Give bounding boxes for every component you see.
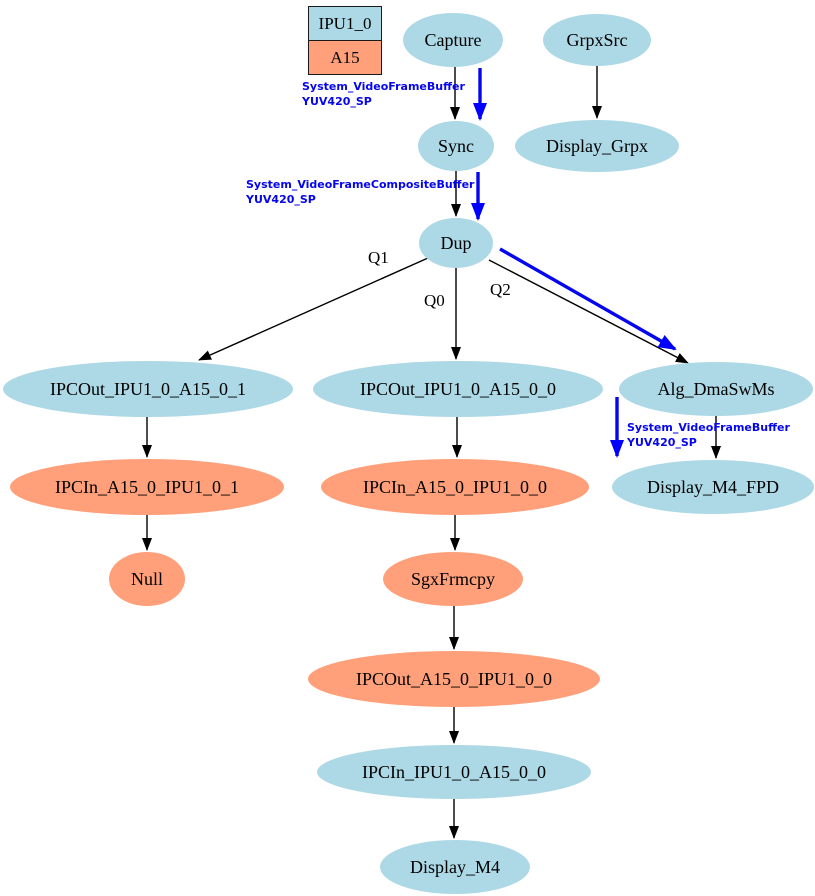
- node-display-m4-fpd: Display_M4_FPD: [612, 460, 814, 514]
- node-display-grpx: Display_Grpx: [515, 120, 679, 172]
- node-grpxsrc: GrpxSrc: [543, 14, 651, 66]
- annotation-buffer-right-line1: System_VideoFrameBuffer: [627, 421, 790, 434]
- node-capture: Capture: [403, 13, 503, 67]
- blue-arrow-dup-alg: [499, 247, 677, 351]
- legend-label-a15: A15: [330, 47, 360, 67]
- node-ipcin-a15-0-ipu1-0-0: IPCIn_A15_0_IPU1_0_0: [321, 459, 589, 515]
- node-alg-dmaswms: Alg_DmaSwMs: [619, 362, 813, 416]
- node-sgxfrmcpy: SgxFrmcpy: [383, 552, 523, 606]
- annotation-buffer-right-line2: YUV420_SP: [627, 436, 697, 449]
- node-ipcin-a15-0-ipu1-0-1: IPCIn_A15_0_IPU1_0_1: [10, 459, 284, 515]
- edge-dup-ipcout1: [198, 257, 429, 361]
- annotation-composite-line2: YUV420_SP: [246, 193, 316, 206]
- legend-cell-ipu1-0: IPU1_0: [309, 7, 381, 40]
- node-null: Null: [109, 552, 185, 606]
- legend-cell-a15: A15: [309, 40, 381, 74]
- legend-label-ipu1-0: IPU1_0: [318, 13, 372, 33]
- annotation-composite-buffer: System_VideoFrameCompositeBuffer YUV420_…: [246, 177, 474, 207]
- annotation-buffer-top-line1: System_VideoFrameBuffer: [302, 80, 465, 93]
- edge-dup-alg: [488, 259, 689, 364]
- node-dup: Dup: [419, 218, 493, 268]
- annotation-buffer-top-line2: YUV420_SP: [302, 95, 372, 108]
- edge-label-q0: Q0: [424, 291, 445, 310]
- edge-label-q1: Q1: [368, 248, 389, 267]
- edge-label-q2: Q2: [490, 280, 511, 299]
- node-ipcout-ipu1-0-a15-0-1: IPCOut_IPU1_0_A15_0_1: [3, 361, 293, 417]
- annotation-buffer-right: System_VideoFrameBuffer YUV420_SP: [627, 420, 790, 450]
- annotation-composite-line1: System_VideoFrameCompositeBuffer: [246, 178, 475, 191]
- node-ipcout-a15-0-ipu1-0-0: IPCOut_A15_0_IPU1_0_0: [308, 651, 600, 707]
- node-ipcout-ipu1-0-a15-0-0: IPCOut_IPU1_0_A15_0_0: [313, 361, 603, 417]
- legend: IPU1_0 A15: [308, 6, 382, 75]
- node-sync: Sync: [418, 121, 494, 171]
- node-display-m4: Display_M4: [380, 840, 530, 894]
- node-ipcin-ipu1-0-a15-0-0: IPCIn_IPU1_0_A15_0_0: [317, 745, 591, 799]
- annotation-buffer-top: System_VideoFrameBuffer YUV420_SP: [302, 79, 465, 109]
